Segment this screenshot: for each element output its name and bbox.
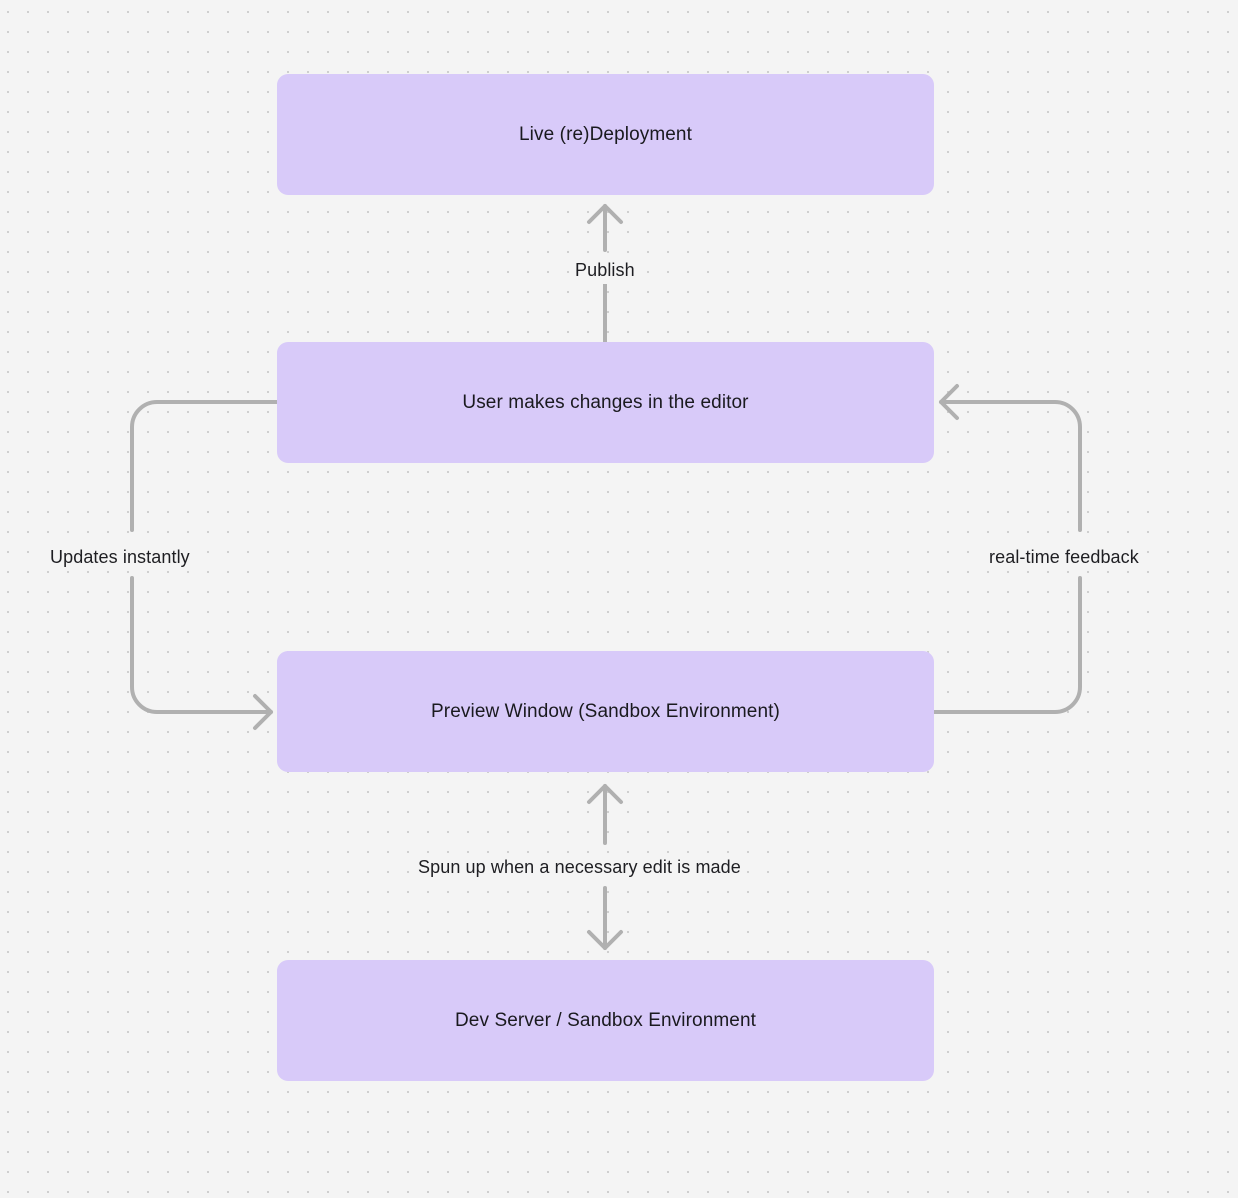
edge-label-spun-up: Spun up when a necessary edit is made bbox=[412, 855, 747, 881]
node-dev-server[interactable]: Dev Server / Sandbox Environment bbox=[277, 960, 934, 1081]
node-preview-window[interactable]: Preview Window (Sandbox Environment) bbox=[277, 651, 934, 772]
edge-label-publish: Publish bbox=[569, 258, 641, 284]
edge-label-updates-instantly: Updates instantly bbox=[44, 545, 196, 571]
edge-label-real-time-feedback: real-time feedback bbox=[983, 545, 1145, 571]
node-label: Dev Server / Sandbox Environment bbox=[454, 1009, 756, 1031]
node-label: User makes changes in the editor bbox=[462, 391, 749, 413]
node-label: Live (re)Deployment bbox=[519, 123, 692, 145]
node-label: Preview Window (Sandbox Environment) bbox=[431, 700, 780, 722]
node-live-redeployment[interactable]: Live (re)Deployment bbox=[277, 74, 934, 195]
node-user-makes-changes[interactable]: User makes changes in the editor bbox=[277, 342, 934, 463]
